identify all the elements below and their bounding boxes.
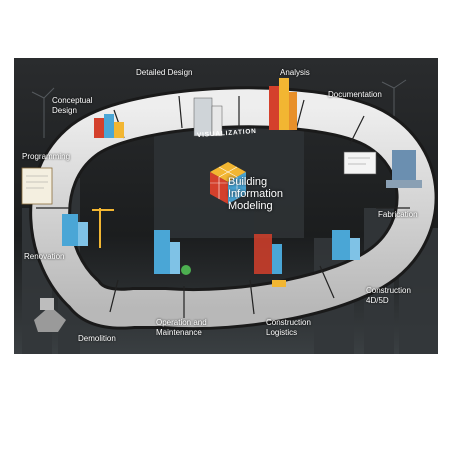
bim-cube-icon bbox=[210, 162, 246, 204]
construction-4d5d-building-icon bbox=[332, 230, 360, 260]
stage-label-construction-logistics: Construction Logistics bbox=[266, 318, 311, 337]
fabrication-machine-icon bbox=[386, 150, 422, 188]
programming-clipboard-icon bbox=[21, 167, 53, 205]
diagram-panel bbox=[14, 58, 438, 354]
detailed-design-building-icon bbox=[193, 97, 223, 137]
bim-center-title: Building Information Modeling bbox=[228, 176, 284, 212]
stage-label-renovation: Renovation bbox=[24, 252, 65, 261]
bim-lifecycle-graphic bbox=[14, 58, 438, 354]
stage-label-demolition: Demolition bbox=[78, 334, 116, 343]
conceptual-design-building-icon bbox=[94, 114, 124, 138]
stage-label-detailed-design: Detailed Design bbox=[136, 68, 193, 77]
stage-label-programming: Programming bbox=[22, 152, 71, 161]
stage-label-operation-maintenance: Operation and Maintenance bbox=[156, 318, 207, 337]
demolition-rubble-icon bbox=[34, 298, 66, 332]
analysis-building-icon bbox=[269, 78, 297, 130]
construction-logistics-building-icon bbox=[254, 234, 286, 287]
stage-label-construction-4d5d: Construction 4D/5D bbox=[366, 286, 411, 305]
building-icons bbox=[21, 78, 422, 332]
documentation-sheet-icon bbox=[343, 151, 377, 175]
stage-label-conceptual-design: Conceptual Design bbox=[52, 96, 93, 115]
renovation-building-icon bbox=[62, 208, 114, 248]
stage-label-documentation: Documentation bbox=[328, 90, 382, 99]
stage-label-fabrication: Fabrication bbox=[378, 210, 418, 219]
stage-label-analysis: Analysis bbox=[280, 68, 310, 77]
operation-maintenance-building-icon bbox=[154, 230, 191, 275]
